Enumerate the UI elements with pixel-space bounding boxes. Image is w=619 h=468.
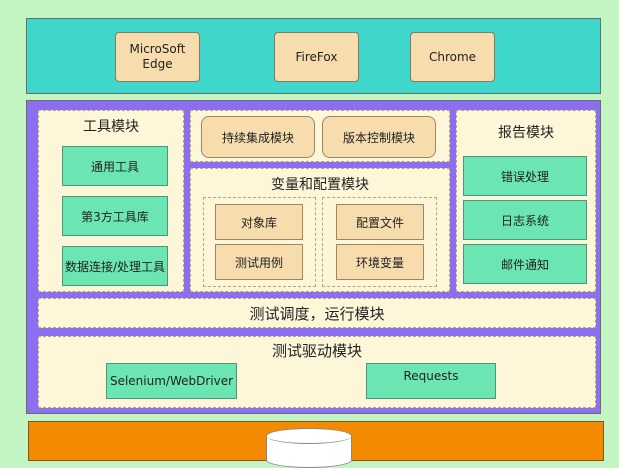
tool-general: 通用工具 bbox=[62, 146, 168, 186]
browser-edge-label: MicroSoft Edge bbox=[129, 42, 186, 71]
tool-data-connect: 数据连接/处理工具 bbox=[62, 246, 168, 286]
email-notify-label: 邮件通知 bbox=[500, 257, 549, 272]
config-files: 配置文件 bbox=[336, 204, 424, 240]
config-left-group bbox=[203, 197, 316, 287]
tool-third-party-label: 第3方工具库 bbox=[81, 209, 149, 224]
log-system: 日志系统 bbox=[463, 200, 587, 240]
env-variables: 环境变量 bbox=[336, 244, 424, 280]
browser-firefox-label: FireFox bbox=[295, 49, 338, 64]
test-cases: 测试用例 bbox=[215, 244, 303, 280]
object-repo-label: 对象库 bbox=[240, 215, 277, 230]
driver-requests-label: Requests bbox=[403, 369, 459, 383]
config-files-label: 配置文件 bbox=[355, 215, 404, 230]
report-module-title: 报告模块 bbox=[498, 125, 554, 141]
browser-firefox: FireFox bbox=[274, 32, 359, 82]
ci-module-label: 持续集成模块 bbox=[221, 130, 294, 145]
version-control-module-label: 版本控制模块 bbox=[342, 130, 415, 145]
config-module-title: 变量和配置模块 bbox=[271, 177, 369, 193]
config-right-group bbox=[322, 197, 437, 287]
driver-selenium-label: Selenium/WebDriver bbox=[109, 374, 234, 388]
env-variables-label: 环境变量 bbox=[355, 255, 404, 270]
error-handling: 错误处理 bbox=[463, 156, 587, 196]
driver-selenium: Selenium/WebDriver bbox=[106, 363, 237, 399]
tool-data-connect-label: 数据连接/处理工具 bbox=[64, 259, 166, 274]
scheduler-module-label: 测试调度，运行模块 bbox=[249, 304, 385, 323]
tools-module-title: 工具模块 bbox=[83, 119, 139, 135]
ci-module: 持续集成模块 bbox=[201, 116, 315, 158]
scheduler-module: 测试调度，运行模块 bbox=[38, 298, 596, 328]
browser-chrome: Chrome bbox=[410, 32, 495, 82]
email-notify: 邮件通知 bbox=[463, 244, 587, 284]
version-control-module: 版本控制模块 bbox=[322, 116, 436, 158]
log-system-label: 日志系统 bbox=[500, 213, 549, 228]
test-cases-label: 测试用例 bbox=[234, 255, 283, 270]
tool-general-label: 通用工具 bbox=[90, 159, 139, 174]
tool-third-party: 第3方工具库 bbox=[62, 196, 168, 236]
database-icon-ring bbox=[266, 434, 352, 444]
browser-edge: MicroSoft Edge bbox=[115, 32, 200, 82]
browser-chrome-label: Chrome bbox=[428, 49, 477, 64]
object-repo: 对象库 bbox=[215, 204, 303, 240]
error-handling-label: 错误处理 bbox=[500, 169, 549, 184]
driver-module-title: 测试驱动模块 bbox=[271, 341, 362, 360]
driver-requests: Requests bbox=[366, 363, 496, 399]
